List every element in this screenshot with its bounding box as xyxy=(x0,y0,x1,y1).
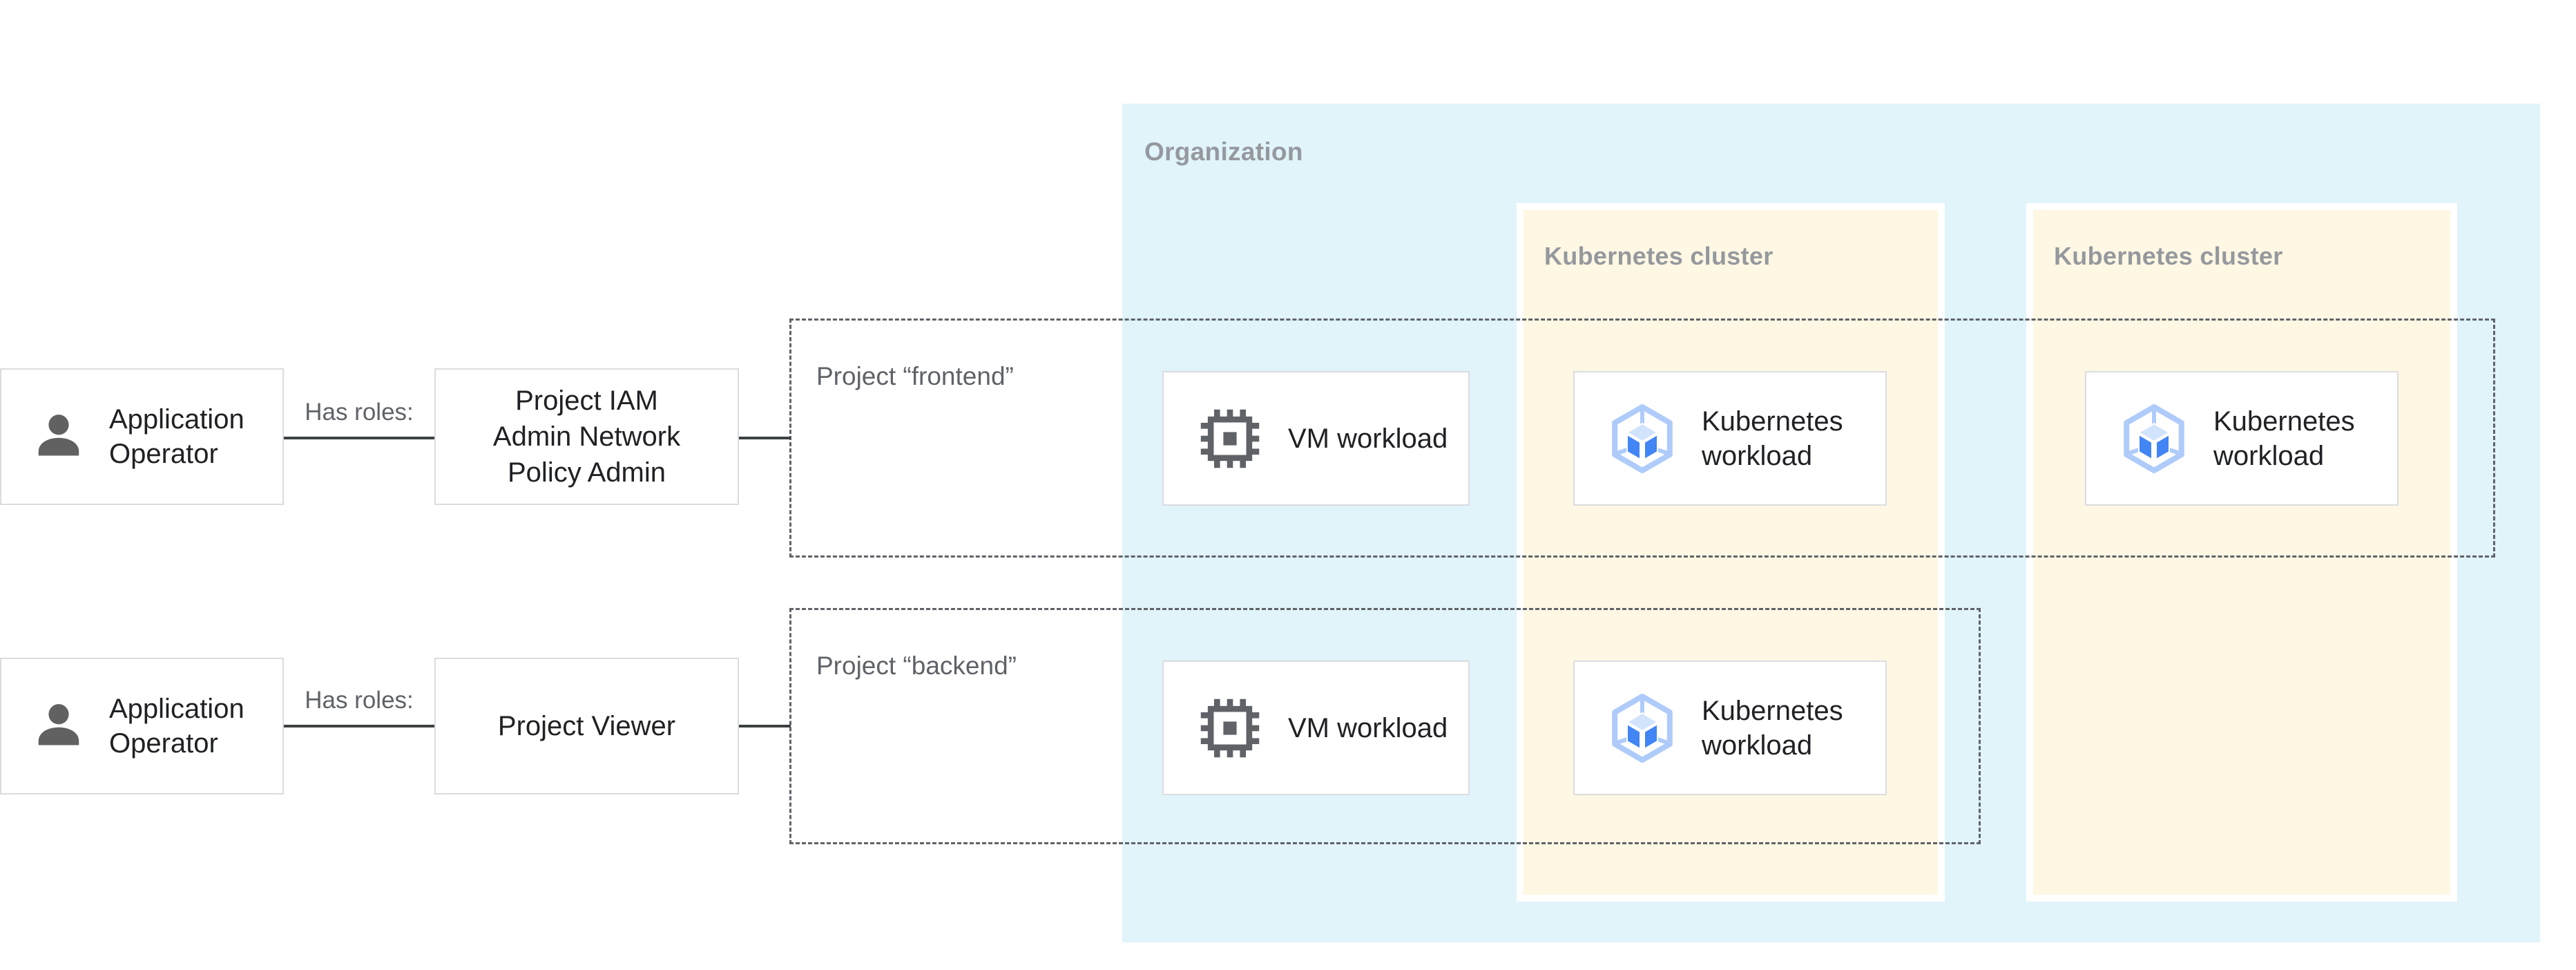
node-label: Kubernetes workload xyxy=(2213,406,2355,471)
application-operator-node: Application Operator xyxy=(0,658,284,795)
connector-line xyxy=(739,437,791,439)
kubernetes-cluster-label: Kubernetes cluster xyxy=(2054,242,2283,270)
gke-hexagon-cube-icon xyxy=(2124,403,2184,473)
has-roles-label: Has roles: xyxy=(305,399,414,426)
kubernetes-workload-node: Kubernetes workload xyxy=(2085,371,2399,506)
gke-hexagon-cube-icon xyxy=(1612,403,1673,473)
chip-icon xyxy=(1200,409,1260,468)
kubernetes-workload-node: Kubernetes workload xyxy=(1573,660,1887,795)
node-label: Project IAM Admin Network Policy Admin xyxy=(492,386,681,488)
project-frontend-label: Project “frontend” xyxy=(816,362,1014,390)
node-label: Application Operator xyxy=(109,404,244,469)
node-label: Kubernetes workload xyxy=(1702,695,1843,761)
kubernetes-workload-node: Kubernetes workload xyxy=(1573,371,1887,506)
vm-workload-node: VM workload xyxy=(1162,660,1470,795)
node-label: Kubernetes workload xyxy=(1702,406,1843,471)
connector-line xyxy=(739,725,791,728)
person-icon xyxy=(38,704,79,745)
node-label: Project Viewer xyxy=(497,711,676,741)
person-icon xyxy=(38,415,79,456)
role-node-project-iam-admin: Project IAM Admin Network Policy Admin xyxy=(434,368,739,505)
node-label: VM workload xyxy=(1288,712,1448,743)
node-label: VM workload xyxy=(1288,423,1448,454)
organization-zone-label: Organization xyxy=(1144,137,1303,166)
connector-line xyxy=(284,725,434,728)
connector-line xyxy=(284,437,434,439)
has-roles-label: Has roles: xyxy=(305,687,414,714)
application-operator-node: Application Operator xyxy=(0,368,284,505)
role-node-project-viewer: Project Viewer xyxy=(434,658,739,795)
project-backend-label: Project “backend” xyxy=(816,652,1017,680)
node-label: Application Operator xyxy=(109,694,244,759)
vm-workload-node: VM workload xyxy=(1162,371,1470,506)
gke-hexagon-cube-icon xyxy=(1612,693,1673,763)
chip-icon xyxy=(1200,698,1260,757)
kubernetes-cluster-label: Kubernetes cluster xyxy=(1544,242,1774,270)
